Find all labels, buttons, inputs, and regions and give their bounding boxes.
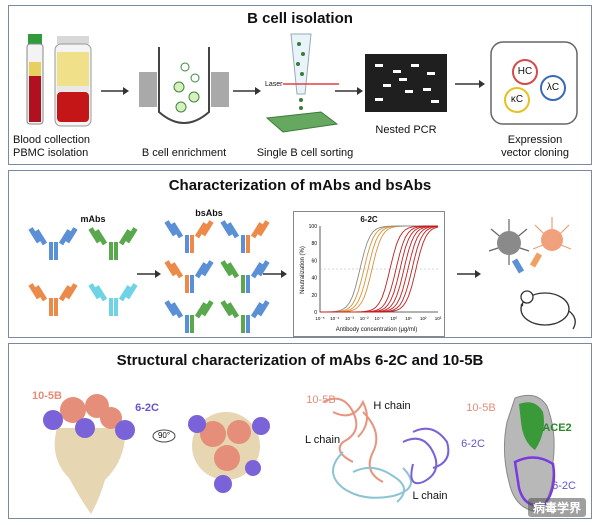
neutralization-chart: 6-2C Neutralization (%) Antibody concent…: [293, 211, 445, 337]
svg-text:10⁻⁵: 10⁻⁵: [315, 316, 324, 321]
l-chain-label-right: L chain: [412, 490, 448, 502]
bsabs-label: bsAbs: [195, 208, 223, 218]
svg-text:10⁻⁴: 10⁻⁴: [330, 316, 339, 321]
cell-sorter-icon: [265, 33, 339, 133]
svg-text:10⁰: 10⁰: [390, 316, 397, 321]
ribbon-label-10-5b: 10-5B: [306, 394, 336, 406]
laser-label: Laser: [265, 81, 283, 88]
panel-title: Characterization of mAbs and bsAbs: [168, 177, 432, 194]
rbd-surface-structure: [503, 394, 556, 513]
svg-text:10⁻²: 10⁻²: [360, 316, 369, 321]
panel-characterization: Characterization of mAbs and bsAbs mAbs …: [8, 170, 592, 338]
step-vector-label-2: vector cloning: [501, 147, 569, 159]
step-blood-label-1: Blood collection: [13, 134, 91, 146]
arrow-icon: [335, 87, 363, 95]
h-chain-label: H chain: [373, 400, 411, 412]
svg-text:0: 0: [314, 310, 317, 316]
surface-label-10-5b: 10-5B: [466, 402, 496, 414]
magnetic-column-icon: [139, 47, 229, 124]
svg-text:10⁻¹: 10⁻¹: [375, 316, 384, 321]
arrow-icon: [457, 270, 481, 278]
mabs-antibodies-icon: [28, 227, 138, 316]
label-6-2c: 6-2C: [135, 402, 159, 414]
label-10-5b: 10-5B: [32, 390, 62, 402]
neutralization-curves: 0 20 40 60 80 100 10⁻⁵ 10⁻⁴ 10⁻³ 10⁻² 10⁻¹ 10⁰ 10¹ 10…: [309, 224, 442, 321]
expression-vector-icon: [490, 41, 578, 125]
virus-icon: [488, 217, 572, 274]
chart-title: 6-2C: [360, 215, 378, 224]
panel-b-cell-isolation: B cell isolation Blood collection PBMC i…: [8, 5, 592, 165]
ace2-label: ACE2: [542, 422, 572, 434]
pcr-gel-icon: [365, 54, 447, 112]
step-blood-label-2: PBMC isolation: [13, 147, 89, 159]
step-pcr-label: Nested PCR: [375, 124, 437, 136]
chart-xlabel: Antibody concentration (μg/ml): [335, 327, 418, 333]
svg-text:20: 20: [311, 293, 317, 299]
chain-lambda-label: λC: [546, 82, 560, 93]
blood-tubes-icon: [26, 34, 92, 127]
svg-text:80: 80: [311, 241, 317, 247]
svg-text:10³: 10³: [435, 316, 442, 321]
spike-complex-structure: [43, 394, 135, 514]
svg-text:10²: 10²: [420, 316, 427, 321]
svg-text:10⁻³: 10⁻³: [345, 316, 354, 321]
surface-label-6-2c: 6-2C: [552, 480, 576, 492]
step-enrichment-label: B cell enrichment: [141, 147, 227, 159]
mabs-label: mAbs: [80, 214, 106, 224]
spike-top-view-structure: [188, 412, 270, 493]
arrow-icon: [263, 270, 287, 278]
svg-text:60: 60: [311, 258, 317, 264]
svg-text:10¹: 10¹: [405, 316, 412, 321]
bsabs-antibodies-icon: [164, 220, 270, 333]
panel-title: Structural characterization of mAbs 6-2C…: [116, 352, 484, 369]
chain-hc-label: HC: [517, 66, 533, 77]
step-vector-label-1: Expression: [507, 134, 563, 146]
chain-kappa-label: κC: [510, 94, 524, 105]
arrow-icon: [455, 80, 485, 88]
mouse-icon: [520, 290, 576, 330]
svg-text:40: 40: [311, 276, 317, 282]
watermark: 病毒学界: [527, 498, 586, 517]
arrow-icon: [137, 270, 161, 278]
arrow-icon: [101, 87, 129, 95]
antibody-ribbon-structure: [322, 397, 450, 503]
arrow-icon: [233, 87, 261, 95]
panel-structural: Structural characterization of mAbs 6-2C…: [8, 343, 592, 519]
rotation-icon: [152, 429, 176, 443]
panel-title: B cell isolation: [247, 10, 353, 27]
ribbon-label-6-2c: 6-2C: [461, 438, 485, 450]
rotation-label: 90°: [157, 431, 171, 440]
svg-text:100: 100: [309, 224, 318, 230]
step-sorting-label: Single B cell sorting: [256, 147, 354, 159]
l-chain-label-left: L chain: [305, 434, 341, 446]
